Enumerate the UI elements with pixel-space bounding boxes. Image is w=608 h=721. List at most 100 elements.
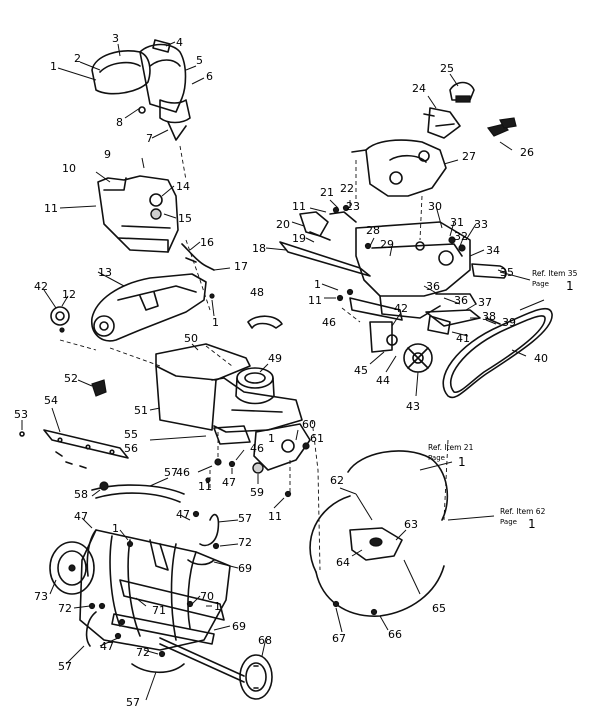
callout-1: 1 bbox=[268, 432, 275, 445]
callout-17: 17 bbox=[234, 260, 248, 273]
callout-21: 21 bbox=[320, 186, 334, 199]
callout-29: 29 bbox=[380, 238, 394, 251]
ref-item-35-page-number: 1 bbox=[566, 279, 574, 293]
callout-11: 11 bbox=[198, 480, 212, 493]
callout-43: 43 bbox=[406, 400, 420, 413]
callout-labels: 1 2 3 4 5 6 7 8 9 10 11 14 15 16 17 13 4… bbox=[14, 32, 548, 709]
callout-1: 1 bbox=[212, 316, 219, 329]
callout-27: 27 bbox=[462, 150, 476, 163]
callout-1: 1 bbox=[314, 278, 321, 291]
callout-69: 69 bbox=[238, 562, 252, 575]
callout-14: 14 bbox=[176, 180, 190, 193]
ref-item-62-page-number: 1 bbox=[528, 517, 536, 531]
callout-46: 46 bbox=[250, 442, 264, 455]
callout-63: 63 bbox=[404, 518, 418, 531]
callout-18: 18 bbox=[252, 242, 266, 255]
callout-44: 44 bbox=[376, 374, 390, 387]
callout-46: 46 bbox=[176, 466, 190, 479]
callout-72: 72 bbox=[238, 536, 252, 549]
auger-assembly-group bbox=[49, 477, 273, 701]
callout-70: 70 bbox=[200, 590, 214, 603]
ref-item-62-page: Page bbox=[500, 518, 517, 526]
callout-10: 10 bbox=[62, 162, 76, 175]
callout-11: 11 bbox=[44, 202, 58, 215]
callout-53: 53 bbox=[14, 408, 28, 421]
callout-33: 33 bbox=[474, 218, 488, 231]
belt-pulley-group bbox=[341, 299, 553, 399]
ref-item-21-page-number: 1 bbox=[458, 455, 466, 469]
callout-41: 41 bbox=[456, 332, 470, 345]
callout-26: 26 bbox=[520, 146, 534, 159]
callout-52: 52 bbox=[64, 372, 78, 385]
callout-12: 12 bbox=[62, 288, 76, 301]
callout-5: 5 bbox=[196, 54, 203, 67]
callout-57: 57 bbox=[164, 466, 178, 479]
reference-notes: Ref. Item 35 Page 1 Ref. Item 21 Page 1 … bbox=[428, 269, 578, 531]
callout-58: 58 bbox=[74, 488, 88, 501]
callout-1: 1 bbox=[214, 600, 221, 613]
callout-22: 22 bbox=[340, 182, 354, 195]
callout-3: 3 bbox=[112, 32, 119, 45]
callout-71: 71 bbox=[152, 604, 166, 617]
callout-67: 67 bbox=[332, 632, 346, 645]
callout-39: 39 bbox=[502, 316, 516, 329]
callout-8: 8 bbox=[116, 116, 123, 129]
drive-gearbox-group bbox=[265, 199, 531, 327]
callout-7: 7 bbox=[146, 132, 153, 145]
ref-item-35-page: Page bbox=[532, 280, 549, 288]
callout-47: 47 bbox=[74, 510, 88, 523]
callout-55: 55 bbox=[124, 428, 138, 441]
callout-30: 30 bbox=[428, 200, 442, 213]
ref-item-21-page: Page bbox=[428, 454, 445, 462]
deflector-motor-group bbox=[351, 73, 517, 241]
callout-72: 72 bbox=[58, 602, 72, 615]
callout-37: 37 bbox=[478, 296, 492, 309]
callout-25: 25 bbox=[440, 62, 454, 75]
callout-4: 4 bbox=[176, 36, 183, 49]
callout-13: 13 bbox=[98, 266, 112, 279]
callout-2: 2 bbox=[74, 52, 81, 65]
callout-60: 60 bbox=[302, 418, 316, 431]
callout-49: 49 bbox=[268, 352, 282, 365]
main-housing-group bbox=[77, 315, 303, 433]
ref-item-21-label: Ref. Item 21 bbox=[428, 443, 474, 452]
impeller-housing-group bbox=[309, 419, 495, 633]
callout-57: 57 bbox=[126, 696, 140, 709]
callout-32: 32 bbox=[454, 230, 468, 243]
callout-72: 72 bbox=[136, 646, 150, 659]
callout-24: 24 bbox=[412, 82, 426, 95]
shave-plate-group bbox=[19, 407, 311, 509]
callout-59: 59 bbox=[250, 486, 264, 499]
callout-11: 11 bbox=[268, 510, 282, 523]
callout-11: 11 bbox=[308, 294, 322, 307]
callout-57: 57 bbox=[58, 660, 72, 673]
callout-50: 50 bbox=[184, 332, 198, 345]
auger-gear-housing-group bbox=[43, 271, 215, 351]
callout-42: 42 bbox=[34, 280, 48, 293]
callout-47: 47 bbox=[222, 476, 236, 489]
callout-36: 36 bbox=[454, 294, 468, 307]
callout-56: 56 bbox=[124, 442, 138, 455]
callout-19: 19 bbox=[292, 232, 306, 245]
callout-54: 54 bbox=[44, 394, 58, 407]
callout-11: 11 bbox=[292, 200, 306, 213]
callout-61: 61 bbox=[310, 432, 324, 445]
callout-69: 69 bbox=[232, 620, 246, 633]
callout-38: 38 bbox=[482, 310, 496, 323]
callout-65: 65 bbox=[432, 602, 446, 615]
callout-6: 6 bbox=[206, 70, 213, 83]
callout-9: 9 bbox=[104, 148, 111, 161]
discharge-chute-group bbox=[57, 39, 205, 141]
callout-45: 45 bbox=[354, 364, 368, 377]
callout-23: 23 bbox=[346, 200, 360, 213]
callout-40: 40 bbox=[534, 352, 548, 365]
chute-crank-group bbox=[59, 145, 231, 311]
callout-46: 46 bbox=[322, 316, 336, 329]
callout-16: 16 bbox=[200, 236, 214, 249]
callout-34: 34 bbox=[486, 244, 500, 257]
callout-57: 57 bbox=[238, 512, 252, 525]
callout-1: 1 bbox=[50, 60, 57, 73]
callout-51: 51 bbox=[134, 404, 148, 417]
ref-item-62-label: Ref. Item 62 bbox=[500, 507, 546, 516]
